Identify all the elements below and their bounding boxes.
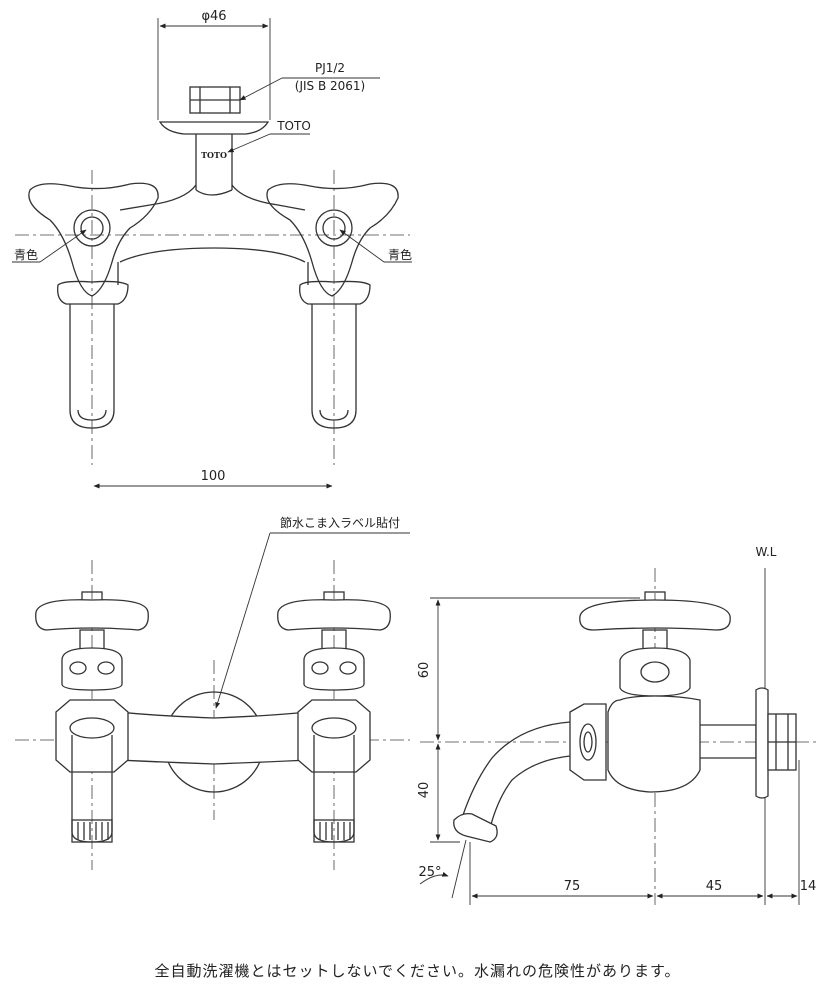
dim-body-label: 45 [706,879,723,894]
inlet-fitting [158,86,270,196]
front-view [15,532,410,870]
side-handle [579,591,731,697]
front-left-assembly [35,591,149,843]
dim-height-upper-label: 60 [417,662,432,679]
top-right-leg [299,280,371,429]
dim-flange-label: 14 [800,879,817,894]
front-body [117,711,309,765]
top-view-centerlines [15,170,410,465]
brand-mark: TOTO [201,150,227,160]
top-left-leg [57,280,129,429]
water-level-label: W.L [756,545,777,559]
dim-height-lower-label: 40 [417,782,432,799]
warning-caption: 全自動洗濯機とはセットしないでください。水漏れの危険性があります。 [154,962,681,980]
dim-angle-label: 25° [418,865,441,880]
label-note: 節水こま入ラベル貼付 [280,515,400,530]
side-view [419,568,820,905]
front-label-leader [215,532,410,709]
brand-callout: TOTO [276,119,311,133]
top-view-leaders [12,77,412,263]
side-body [569,695,757,793]
side-flange [755,687,797,799]
front-right-assembly [277,591,391,843]
dim-top-diameter-label: φ46 [201,9,226,24]
thread-label-2: (JIS B 2061) [295,79,365,93]
body-arms [117,184,309,285]
handle-color-left: 青色 [14,248,38,262]
dim-top-diameter [157,18,271,120]
top-right-handle [266,182,399,297]
side-spout [453,721,571,843]
thread-label-1: PJ1/2 [315,61,345,75]
top-left-handle [28,182,159,297]
side-dimensions [419,597,800,905]
handle-color-right: 青色 [388,248,412,262]
top-view [12,18,412,489]
dim-spacing-label: 100 [201,469,226,484]
dim-spout-label: 75 [564,879,581,894]
